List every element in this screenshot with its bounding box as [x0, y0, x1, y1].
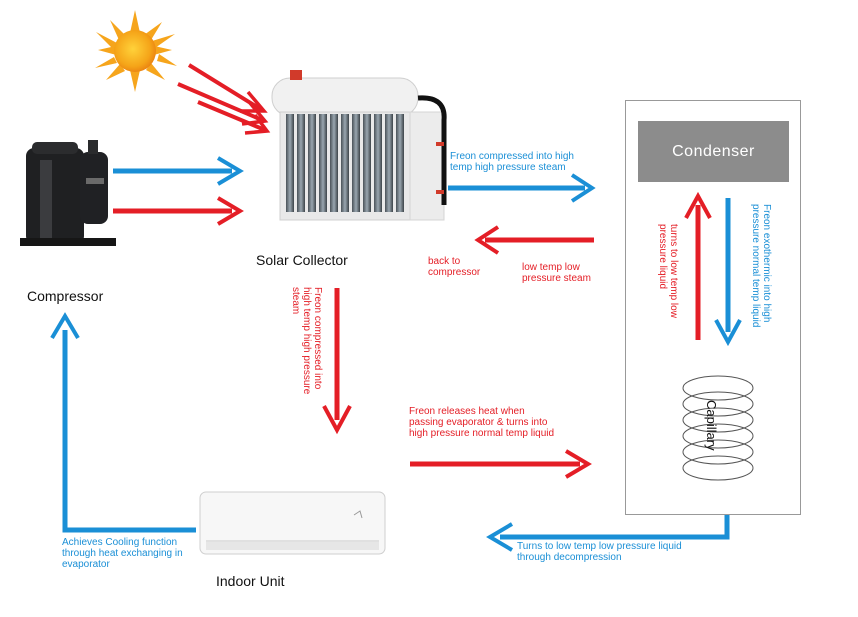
- low-temp-steam-text: low temp low pressure steam: [522, 262, 591, 284]
- indoor-unit-icon: [199, 491, 386, 555]
- turns-low-temp-text: turns to low temp low pressure liquid: [657, 224, 679, 318]
- compressor-icon: [20, 140, 116, 246]
- solar-collector-icon: [271, 70, 447, 221]
- solar-collector-label: Solar Collector: [256, 252, 348, 268]
- achieves-cooling-text: Achieves Cooling function through heat e…: [62, 537, 183, 570]
- freon-compressed-vertical-text: Freon compressed into high temp high pre…: [290, 287, 323, 395]
- turns-decompression-text: Turns to low temp low pressure liquid th…: [517, 541, 682, 563]
- sun-rays: [177, 63, 271, 135]
- capillary-coil-icon: [682, 375, 754, 481]
- capillary-label: Capillary: [704, 400, 719, 451]
- condenser-box: Condenser: [638, 121, 789, 182]
- condenser-label: Condenser: [672, 142, 755, 160]
- indoor-unit-label: Indoor Unit: [216, 573, 285, 589]
- sun-icon: [95, 10, 177, 92]
- freon-releases-heat-text: Freon releases heat when passing evapora…: [409, 406, 555, 439]
- freon-exothermic-text: Freon exothermic into high pressure norm…: [750, 204, 772, 328]
- compressor-label: Compressor: [27, 288, 104, 304]
- freon-compressed-top-text: Freon compressed into high temp high pre…: [450, 151, 574, 173]
- back-to-compressor-text: back to compressor: [428, 256, 481, 278]
